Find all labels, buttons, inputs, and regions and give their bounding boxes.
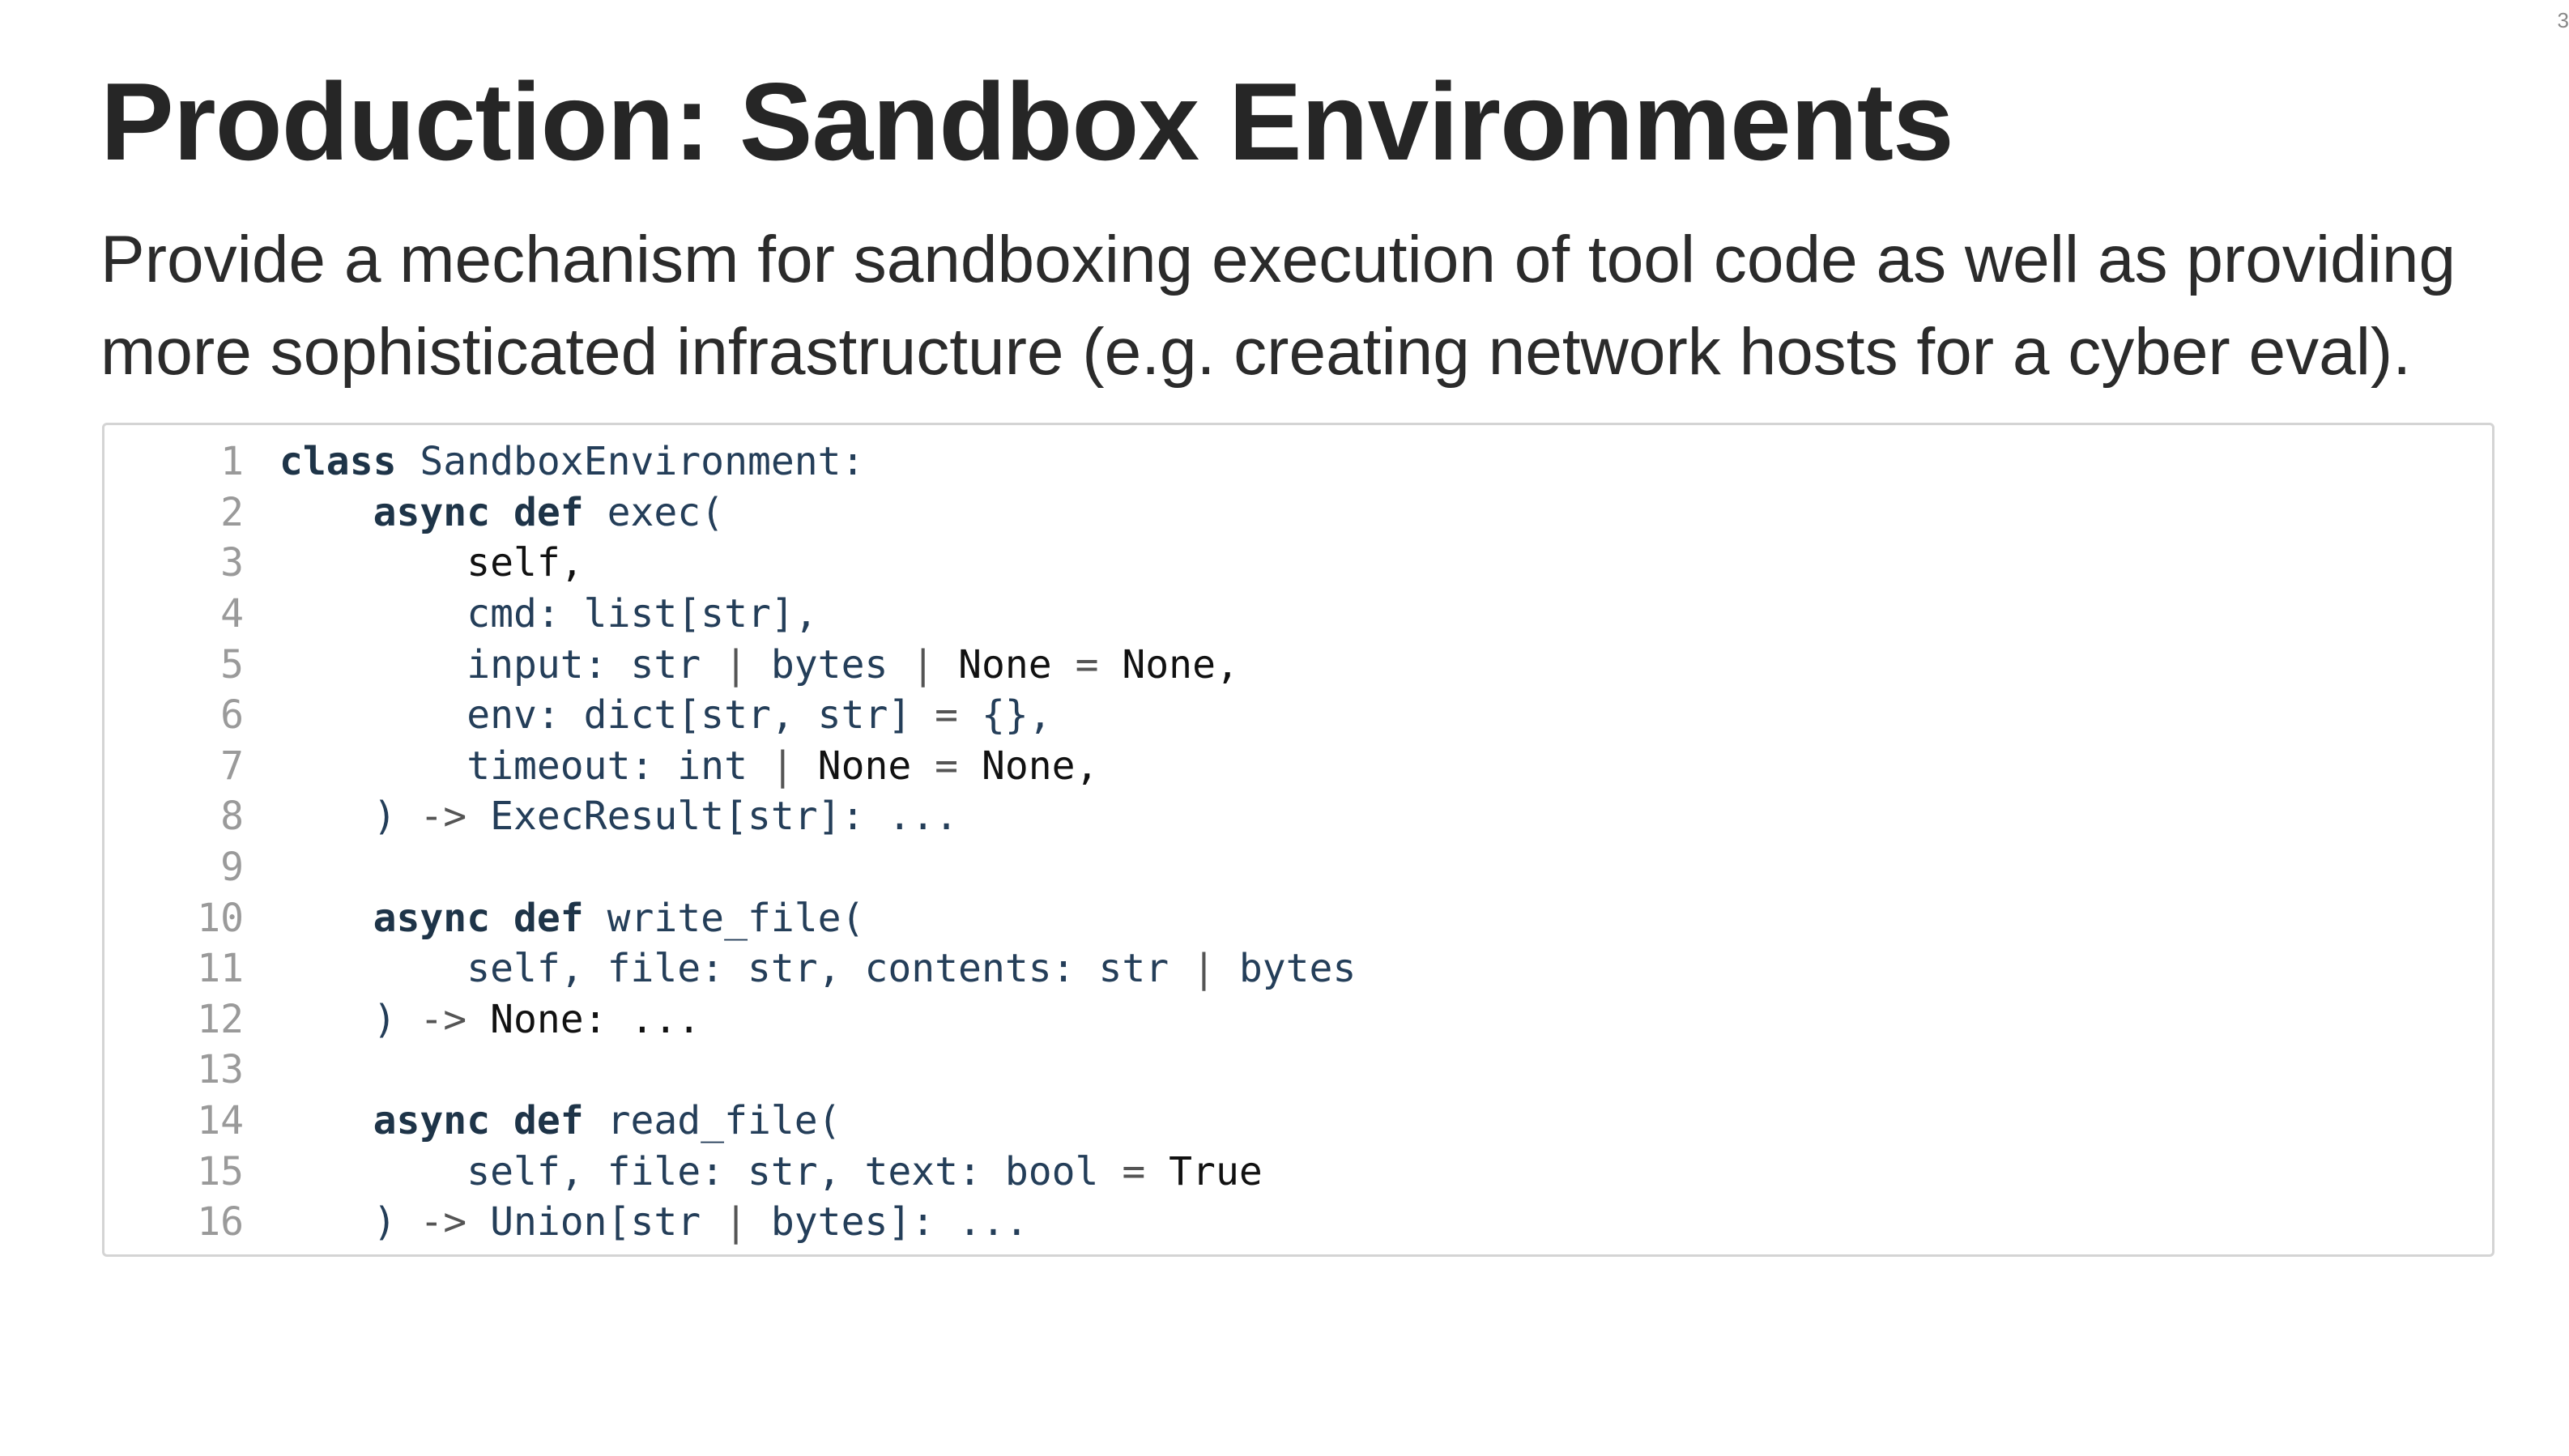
line-number: 3 [220, 540, 244, 586]
code-text: async def read_file( [279, 1098, 841, 1143]
line-number: 14 [197, 1098, 244, 1144]
code-token: ) [279, 1199, 420, 1245]
code-text: timeout: int | None = None, [279, 743, 1098, 789]
code-token: async def [373, 895, 584, 941]
code-line: 5 input: str | bytes | None = None, [104, 639, 2492, 690]
code-token: bytes]: ... [747, 1199, 1029, 1245]
code-token: None, [1098, 641, 1239, 688]
code-text: env: dict[str, str] = {}, [279, 692, 1052, 739]
code-line: 11 self, file: str, contents: str | byte… [104, 943, 2492, 994]
line-number: 10 [197, 895, 244, 941]
code-line: 8 ) -> ExecResult[str]: ... [104, 791, 2492, 842]
code-token [279, 1098, 373, 1143]
code-token: -> [420, 794, 467, 840]
code-token: | [1192, 946, 1216, 992]
code-token: self, file: str, text: bool [279, 1148, 1123, 1194]
code-token [279, 896, 373, 941]
line-number: 13 [197, 1047, 244, 1093]
code-token: ExecResult[str]: ... [467, 794, 959, 840]
code-token: None: ... [467, 996, 701, 1042]
code-token: SandboxEnvironment: [396, 439, 865, 485]
line-number: 15 [197, 1148, 244, 1194]
code-token: write_file( [583, 895, 865, 941]
code-token: = [1122, 1148, 1146, 1194]
code-token: = [1075, 641, 1099, 688]
code-token: async def [373, 1098, 584, 1144]
line-number: 9 [220, 845, 244, 891]
code-token: None [935, 641, 1076, 688]
code-text: ) -> ExecResult[str]: ... [279, 794, 958, 839]
code-line: 10 async def write_file( [104, 892, 2492, 943]
code-text: ) -> Union[str | bytes]: ... [279, 1199, 1029, 1245]
code-token [279, 490, 373, 535]
slide-title: Production: Sandbox Environments [100, 60, 1954, 183]
code-line: 9 [104, 842, 2492, 893]
line-number: 5 [220, 641, 244, 688]
code-token: None, [958, 743, 1099, 789]
code-token: async def [373, 489, 584, 535]
code-text: class SandboxEnvironment: [279, 439, 864, 484]
code-line: 16 ) -> Union[str | bytes]: ... [104, 1197, 2492, 1248]
line-number: 2 [220, 489, 244, 535]
code-text: self, file: str, contents: str | bytes [279, 946, 1356, 991]
code-text: self, file: str, text: bool = True [279, 1149, 1263, 1194]
line-number: 4 [220, 591, 244, 637]
code-text: cmd: list[str], [279, 591, 818, 637]
code-token: self, [279, 540, 584, 586]
code-token: cmd: list[str], [279, 591, 818, 637]
code-token: timeout: int [279, 743, 771, 789]
code-line: 2 async def exec( [104, 487, 2492, 539]
code-token: ) [279, 996, 420, 1042]
code-token: None [794, 743, 935, 789]
code-token: | [911, 641, 935, 688]
code-token: env: dict[str, str] [279, 692, 935, 739]
subtitle-line-2: more sophisticated infrastructure (e.g. … [100, 315, 2412, 389]
code-line: 12 ) -> None: ... [104, 994, 2492, 1045]
slide-number: 3 [2557, 8, 2569, 32]
line-number: 1 [220, 439, 244, 485]
line-number: 12 [197, 996, 244, 1042]
code-token: exec( [583, 489, 725, 535]
code-token: self, file: str, contents: str [279, 946, 1193, 992]
code-token: Union[str [467, 1199, 725, 1245]
code-line: 1 class SandboxEnvironment: [104, 436, 2492, 487]
code-token: -> [420, 1199, 467, 1245]
line-number: 6 [220, 692, 244, 739]
subtitle-line-1: Provide a mechanism for sandboxing execu… [100, 223, 2456, 296]
code-line: 7 timeout: int | None = None, [104, 741, 2492, 792]
code-text: input: str | bytes | None = None, [279, 642, 1239, 688]
code-token: ) [279, 794, 420, 840]
code-text: self, [279, 540, 584, 585]
line-number: 7 [220, 743, 244, 789]
code-token: read_file( [583, 1098, 841, 1144]
code-token: | [724, 641, 748, 688]
line-number: 16 [197, 1199, 244, 1245]
code-token: input: str [279, 641, 725, 688]
code-line: 6 env: dict[str, str] = {}, [104, 690, 2492, 741]
code-token: -> [420, 996, 467, 1042]
code-token: {}, [958, 692, 1052, 739]
code-line: 4 cmd: list[str], [104, 589, 2492, 640]
code-token: = [935, 692, 959, 739]
code-line: 15 self, file: str, text: bool = True [104, 1146, 2492, 1197]
code-token: | [770, 743, 795, 789]
code-token: | [724, 1199, 748, 1245]
code-line: 13 [104, 1045, 2492, 1096]
code-text: ) -> None: ... [279, 997, 701, 1042]
code-line: 14 async def read_file( [104, 1096, 2492, 1147]
code-token: bytes [747, 641, 912, 688]
line-number: 8 [220, 794, 244, 840]
code-token: = [935, 743, 959, 789]
code-token: class [279, 439, 397, 485]
slide-subtitle: Provide a mechanism for sandboxing execu… [100, 214, 2498, 398]
line-number: 11 [197, 946, 244, 992]
code-text: async def exec( [279, 490, 724, 535]
code-text: async def write_file( [279, 895, 865, 941]
code-token: True [1145, 1148, 1263, 1194]
code-line: 3 self, [104, 538, 2492, 589]
code-token: bytes [1215, 946, 1357, 992]
